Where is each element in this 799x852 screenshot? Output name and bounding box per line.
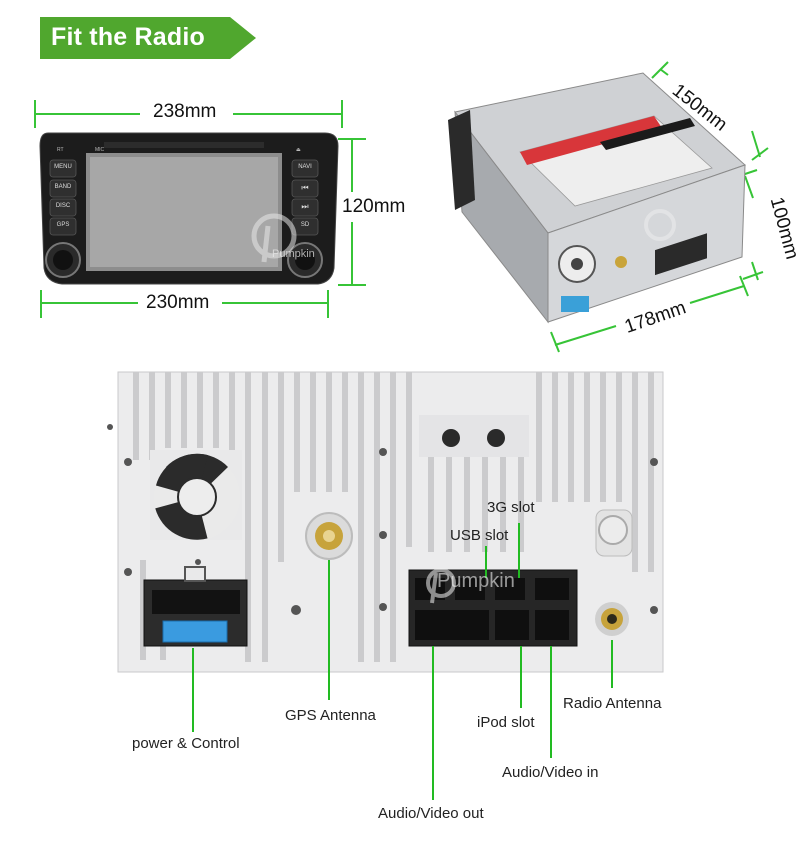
svg-text:MIC: MIC bbox=[95, 147, 105, 153]
button-gps: GPS bbox=[56, 222, 70, 228]
callout-lines bbox=[192, 523, 613, 800]
label-ipod-slot: iPod slot bbox=[477, 714, 535, 731]
svg-text:RT: RT bbox=[57, 147, 64, 153]
pumpkin-watermark-front bbox=[251, 213, 297, 263]
front-dimension-lines bbox=[34, 100, 366, 318]
section-title: Fit the Radio bbox=[51, 23, 205, 51]
back-watermark-text: Pumpkin bbox=[437, 570, 515, 592]
button-band: BAND bbox=[54, 184, 72, 190]
button-sd: SD bbox=[300, 222, 310, 228]
button-navi: NAVI bbox=[298, 164, 312, 170]
section-banner: Fit the Radio bbox=[40, 17, 256, 59]
label-3g-slot: 3G slot bbox=[487, 499, 535, 516]
button-next: ⏭ bbox=[301, 202, 309, 211]
button-disc: DISC bbox=[55, 203, 71, 209]
label-av-in: Audio/Video in bbox=[502, 764, 599, 781]
side-dimension-lines bbox=[550, 61, 769, 353]
svg-text:⏏: ⏏ bbox=[296, 147, 301, 153]
label-radio-antenna: Radio Antenna bbox=[563, 695, 662, 712]
button-menu: MENU bbox=[54, 164, 72, 170]
pumpkin-watermark-back bbox=[426, 568, 456, 604]
button-prev: ⏮ bbox=[301, 183, 309, 192]
label-power-control: power & Control bbox=[132, 735, 240, 752]
label-av-out: Audio/Video out bbox=[378, 805, 484, 822]
label-gps-antenna: GPS Antenna bbox=[285, 707, 376, 724]
heatsink-fins bbox=[133, 372, 654, 662]
front-watermark-text: Pumpkin bbox=[272, 248, 315, 260]
pumpkin-watermark-side bbox=[644, 209, 676, 241]
front-width-bottom-label: 230mm bbox=[146, 292, 210, 313]
label-usb-slot: USB slot bbox=[450, 527, 509, 544]
front-height-label: 120mm bbox=[342, 196, 406, 217]
front-width-top-label: 238mm bbox=[153, 101, 217, 122]
